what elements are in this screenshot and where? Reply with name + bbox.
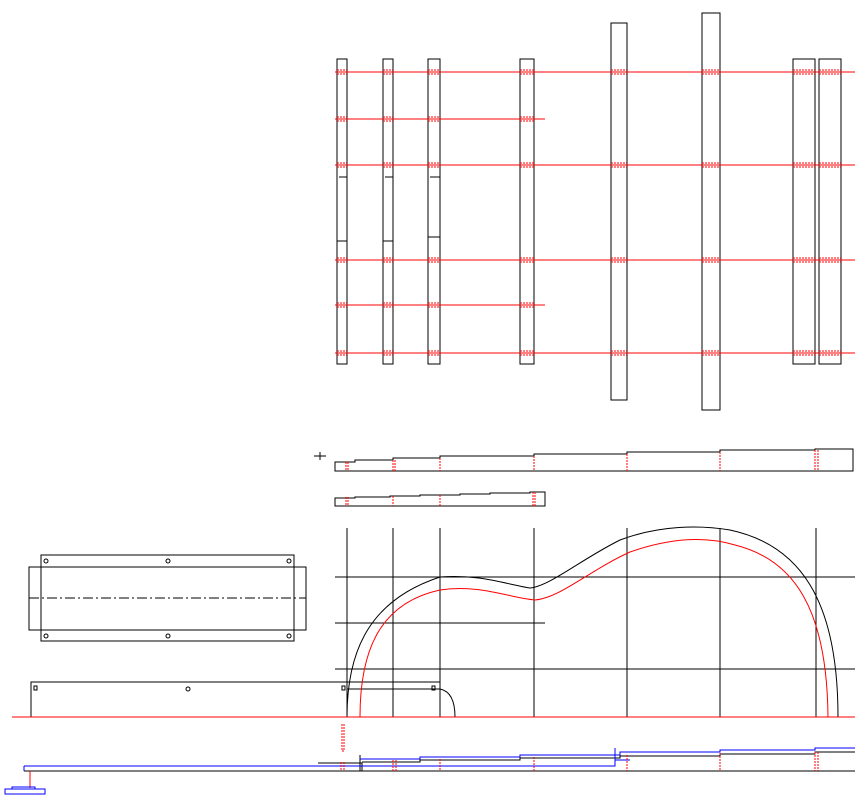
tapered-strip-long: [314, 448, 854, 472]
vertical-bars: [336, 12, 842, 411]
side-plate-view: [30, 681, 456, 718]
strip-fret-marks: [345, 450, 819, 506]
horizontal-red-lines: [335, 71, 855, 354]
body-outline-inner: [359, 539, 829, 718]
fret-marks: [337, 69, 841, 356]
body-grid: [335, 528, 855, 717]
bottom-profile: [4, 724, 855, 795]
body-outline-outer: [346, 526, 839, 718]
top-plate-view: [28, 554, 307, 642]
